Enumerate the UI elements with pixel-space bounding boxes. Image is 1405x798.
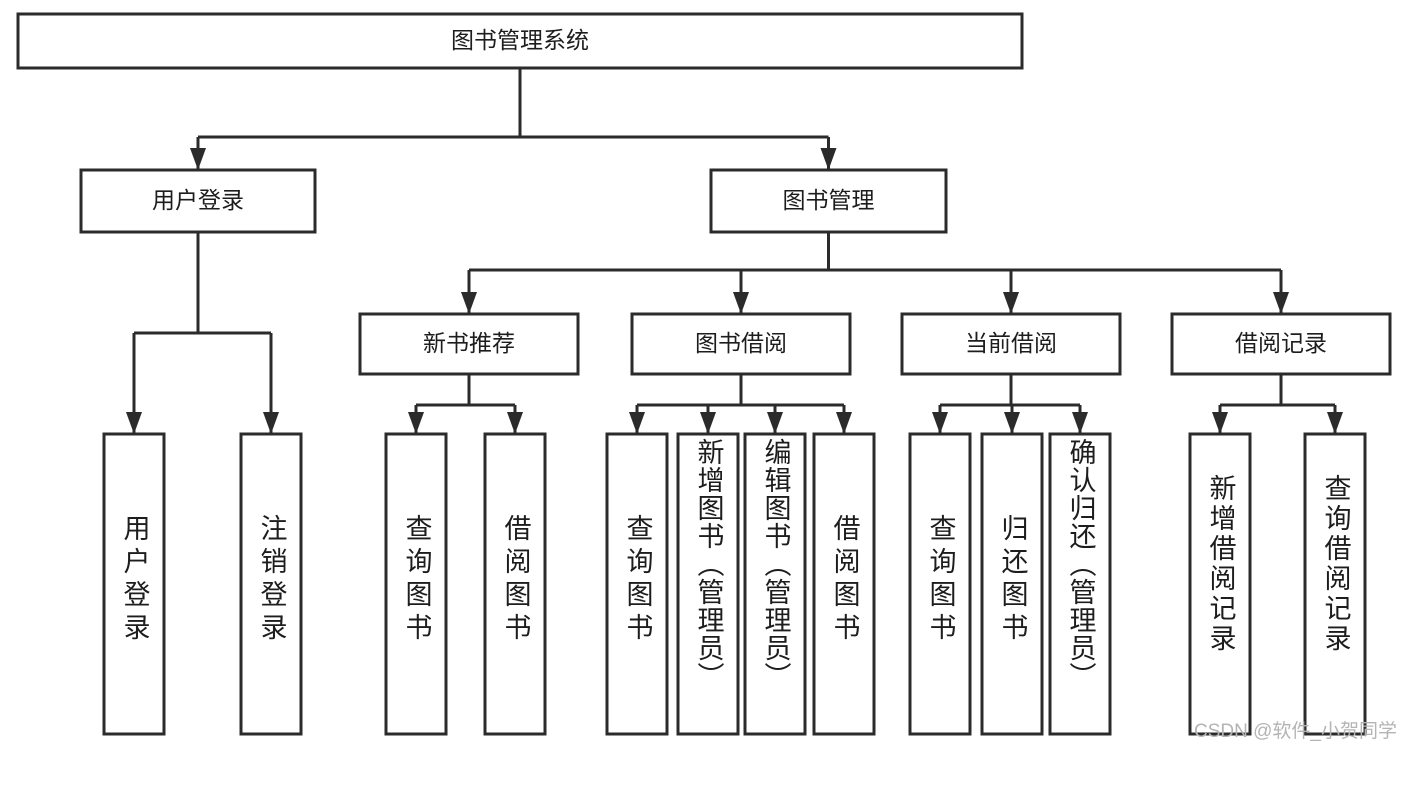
node-leaf-user-login-box[interactable]	[102, 432, 166, 736]
new-book-recommend-arrow-1	[507, 412, 523, 434]
node-root-box[interactable]	[16, 12, 1024, 70]
node-leaf-edit-book-box[interactable]	[743, 432, 807, 736]
root-arrow-1	[820, 148, 837, 170]
current-borrow-arrow-2	[1072, 412, 1088, 434]
node-book-manage-label: 图书管理	[783, 187, 875, 213]
user-login-arrow-0	[126, 412, 142, 434]
watermark-text: CSDN @软件_小贺同学	[1194, 721, 1397, 742]
book-borrow-arrow-3	[836, 412, 852, 434]
current-borrow-arrow-1	[1004, 412, 1020, 434]
book-manage-arrow-0	[461, 292, 477, 314]
book-borrow-arrow-2	[767, 412, 783, 434]
node-leaf-add-record-box[interactable]	[1188, 432, 1252, 736]
connector-layer	[126, 68, 1343, 434]
book-manage-arrow-2	[1003, 292, 1019, 314]
user-login-arrow-1	[263, 412, 279, 434]
node-leaf-query-record-box[interactable]	[1303, 432, 1367, 736]
node-current-borrow-box[interactable]	[900, 312, 1122, 376]
current-borrow-arrow-0	[932, 412, 948, 434]
node-leaf-borrow-book-a-box[interactable]	[483, 432, 547, 736]
node-book-borrow-label: 图书借阅	[695, 330, 787, 356]
node-leaf-query-book-c-box[interactable]	[908, 432, 972, 736]
node-leaf-query-book-a-box[interactable]	[384, 432, 448, 736]
node-leaf-return-book-box[interactable]	[980, 432, 1044, 736]
flowchart-diagram: 图书管理系统用户登录图书管理新书推荐图书借阅当前借阅借阅记录 用户登录注销登录查…	[16, 12, 1397, 742]
node-leaf-confirm-return-box[interactable]	[1048, 432, 1112, 736]
node-borrow-record-label: 借阅记录	[1235, 330, 1327, 356]
book-manage-arrow-3	[1273, 292, 1289, 314]
node-leaf-query-book-b-box[interactable]	[605, 432, 669, 736]
node-leaf-add-book-box[interactable]	[676, 432, 740, 736]
node-borrow-record-box[interactable]	[1170, 312, 1392, 376]
node-user-login-label: 用户登录	[152, 187, 244, 213]
book-manage-arrow-1	[733, 292, 749, 314]
node-book-manage-box[interactable]	[709, 168, 948, 234]
node-leaf-borrow-book-b-box[interactable]	[812, 432, 876, 736]
book-borrow-arrow-1	[700, 412, 716, 434]
node-new-book-recommend-box[interactable]	[358, 312, 580, 376]
borrow-record-arrow-0	[1212, 412, 1228, 434]
root-arrow-0	[190, 148, 206, 170]
node-new-book-recommend-label: 新书推荐	[423, 330, 515, 356]
node-user-login-box[interactable]	[79, 168, 317, 234]
book-borrow-arrow-0	[629, 412, 645, 434]
node-root-label: 图书管理系统	[451, 27, 589, 53]
node-leaf-logout-box[interactable]	[239, 432, 303, 736]
node-current-borrow-label: 当前借阅	[965, 330, 1057, 356]
new-book-recommend-arrow-0	[408, 412, 424, 434]
borrow-record-arrow-1	[1327, 412, 1343, 434]
node-book-borrow-box[interactable]	[630, 312, 852, 376]
node-box-layer	[16, 12, 1392, 736]
